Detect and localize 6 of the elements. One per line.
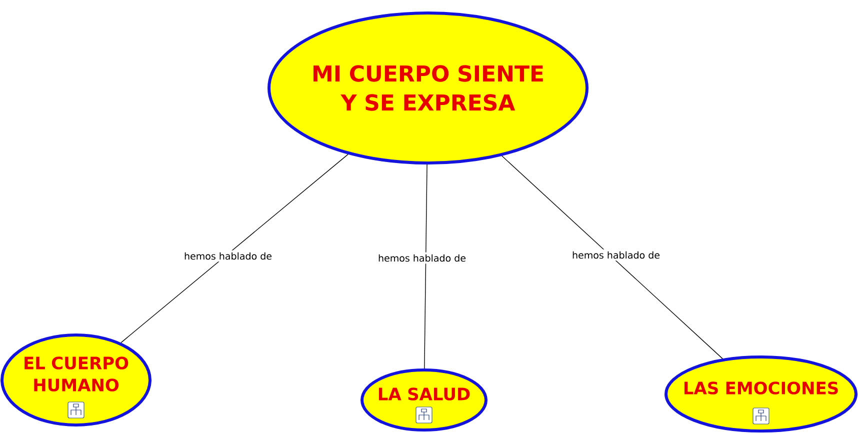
connector-line (502, 156, 723, 360)
connector-line (424, 164, 428, 369)
connector-line (120, 154, 348, 344)
edge-label: hemos hablado de (376, 252, 468, 264)
edge-label: hemos hablado de (182, 250, 274, 262)
edge-label: hemos hablado de (570, 249, 662, 261)
